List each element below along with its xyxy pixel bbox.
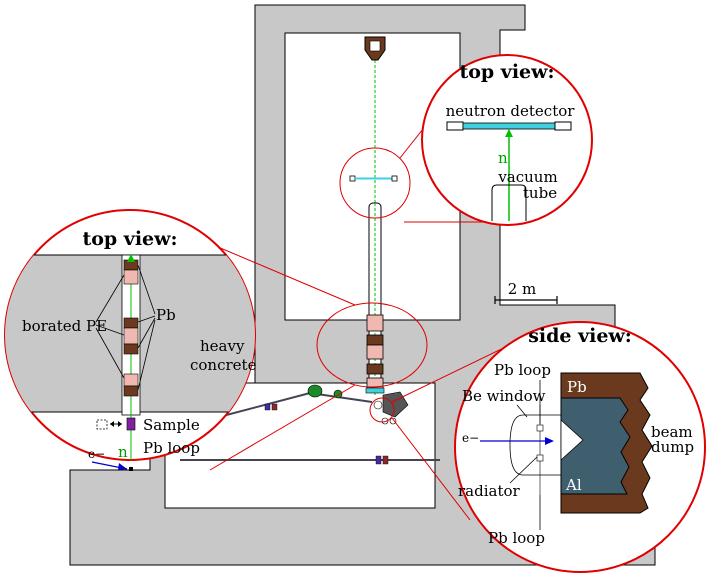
- electron-label-left: e−: [88, 447, 105, 461]
- side-view-title: side view:: [528, 325, 632, 347]
- tube-label: tube: [523, 184, 557, 202]
- concrete-label: concrete: [190, 356, 257, 374]
- dump-label: dump: [651, 438, 694, 456]
- beamlines: [180, 384, 440, 465]
- al-block-label: Al: [565, 476, 582, 494]
- beam-label: beam: [651, 423, 693, 441]
- top-view-title-left: top view:: [82, 228, 177, 250]
- pb-block-label: Pb: [567, 378, 587, 396]
- vacuum-label: vacuum: [497, 168, 557, 186]
- electron-label-side: e−: [462, 431, 479, 445]
- pb-loop-label-left: Pb loop: [143, 439, 200, 457]
- scale-label: 2 m: [508, 280, 537, 298]
- zoom-top-view-detector: top view: neutron detector n vacuum tube: [421, 54, 593, 226]
- neutron-label-left: n: [118, 443, 128, 461]
- top-view-title-upper: top view:: [459, 61, 554, 83]
- zoom-top-view-shielding: top view: borated PE Pb heavy concrete S…: [4, 209, 257, 471]
- pb-loop-label-side-bottom: Pb loop: [488, 529, 545, 547]
- flight-path: [349, 36, 398, 395]
- be-window-label: Be window: [462, 387, 546, 405]
- heavy-label: heavy: [200, 337, 245, 355]
- pb-loop-label-side-top: Pb loop: [494, 361, 551, 379]
- neutron-detector-label: neutron detector: [446, 102, 576, 120]
- zoom-side-view-target: side view: Pb loop Be window e− radiator…: [454, 321, 706, 573]
- sample-label: Sample: [143, 416, 200, 434]
- radiator-label: radiator: [458, 482, 521, 500]
- neutron-label-upper: n: [498, 149, 508, 167]
- pb-label-left: Pb: [156, 306, 176, 324]
- scale-bar: 2 m: [494, 280, 558, 304]
- borated-pe-label: borated PE: [22, 317, 107, 335]
